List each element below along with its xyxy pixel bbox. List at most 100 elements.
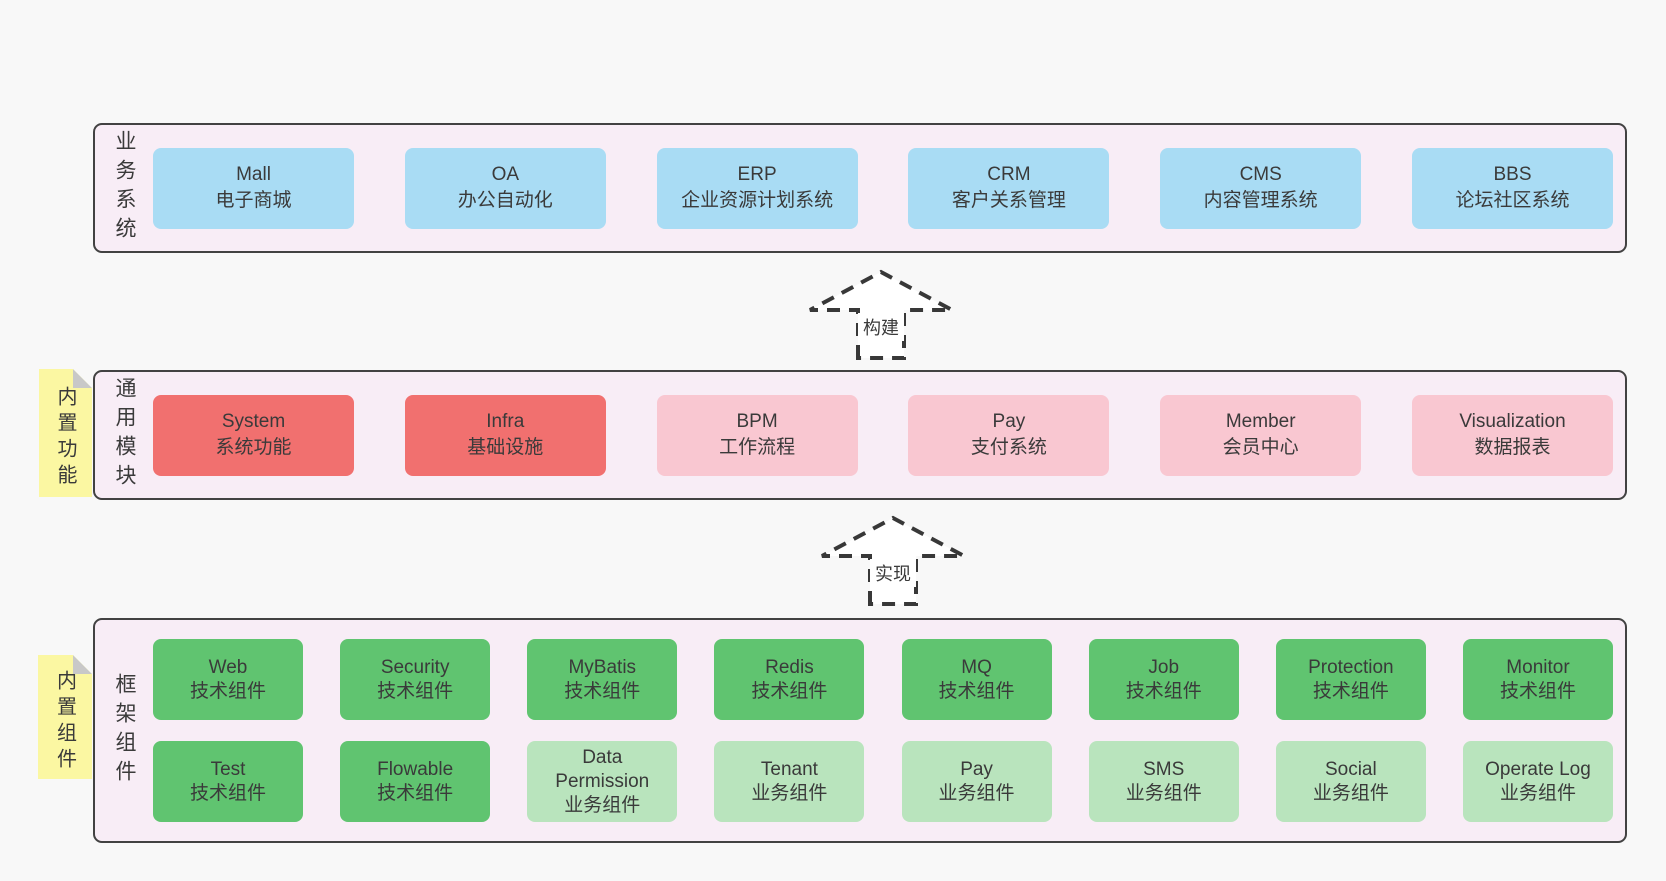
box-redis: Redis 技术组件	[714, 639, 865, 720]
box-operate-log: Operate Log 业务组件	[1462, 741, 1613, 822]
box-social: Social 业务组件	[1275, 741, 1426, 822]
box-sms-name: SMS	[1143, 758, 1185, 780]
band-common-modules: 通用模块 System 系统功能 Infra 基础设施 BPM 工作流程 Pay…	[93, 370, 1627, 500]
implement-arrow-label: 实现	[870, 559, 916, 587]
box-bpm-desc: 工作流程	[719, 437, 796, 458]
box-operate-log-name: Operate Log	[1485, 758, 1591, 780]
box-data-permission-name: Data Permission	[555, 746, 650, 792]
box-mybatis-name: MyBatis	[568, 656, 637, 678]
box-mq: MQ 技术组件	[901, 639, 1052, 720]
box-pay-component-name: Pay	[960, 758, 993, 780]
framework-row-1: Web 技术组件 Security 技术组件 MyBatis 技术组件 Redi…	[153, 639, 1613, 720]
box-bbs: BBS 论坛社区系统	[1411, 147, 1613, 229]
box-pay-component: Pay 业务组件	[901, 741, 1052, 822]
note-built-in-components-text: 内置组件	[53, 670, 76, 774]
box-flowable: Flowable 技术组件	[340, 741, 491, 822]
box-redis-name: Redis	[765, 656, 814, 678]
box-web-name: Web	[208, 656, 248, 678]
box-tenant-desc: 业务组件	[751, 782, 828, 804]
band-framework-components: 框架组件 Web 技术组件 Security 技术组件 MyBatis 技术组件…	[93, 618, 1627, 843]
box-monitor-desc: 技术组件	[1499, 680, 1576, 702]
box-security: Security 技术组件	[340, 639, 491, 720]
box-mall: Mall 电子商城	[153, 147, 354, 229]
box-data-permission: Data Permission 业务组件	[527, 741, 678, 822]
band-common-modules-label: 通用模块	[113, 377, 136, 493]
note-built-in-functions-text: 内置功能	[54, 386, 76, 490]
box-crm: CRM 客户关系管理	[908, 147, 1110, 229]
folded-corner-icon	[73, 655, 92, 674]
band-framework-components-content: Web 技术组件 Security 技术组件 MyBatis 技术组件 Redi…	[153, 620, 1625, 841]
box-system-name: System	[221, 411, 286, 432]
box-sms-desc: 业务组件	[1125, 782, 1202, 804]
band-business-systems-label: 业务系统	[113, 130, 136, 246]
box-web: Web 技术组件	[153, 639, 303, 720]
box-flowable-name: Flowable	[377, 758, 454, 780]
band-business-systems-content: Mall 电子商城 OA 办公自动化 ERP 企业资源计划系统 CRM 客户关系…	[153, 125, 1625, 251]
box-erp-name: ERP	[737, 164, 777, 185]
box-oa-name: OA	[491, 164, 520, 185]
box-bbs-name: BBS	[1493, 164, 1532, 185]
box-visualization-desc: 数据报表	[1474, 437, 1551, 458]
box-test: Test 技术组件	[153, 741, 303, 822]
box-job-desc: 技术组件	[1125, 680, 1202, 702]
box-job-name: Job	[1148, 656, 1180, 678]
band-common-modules-label-wrap: 通用模块	[95, 372, 153, 498]
note-built-in-components: 内置组件	[38, 655, 92, 779]
box-pay-component-desc: 业务组件	[938, 782, 1015, 804]
box-test-desc: 技术组件	[189, 782, 266, 804]
build-arrow: 构建	[806, 266, 956, 360]
box-infra: Infra 基础设施	[404, 394, 606, 476]
band-framework-components-label: 框架组件	[113, 672, 136, 789]
box-social-desc: 业务组件	[1312, 782, 1389, 804]
box-mybatis-desc: 技术组件	[564, 680, 641, 702]
box-web-desc: 技术组件	[189, 680, 266, 702]
box-member-desc: 会员中心	[1222, 437, 1299, 458]
box-tenant-name: Tenant	[760, 758, 818, 780]
box-mall-desc: 电子商城	[215, 190, 292, 211]
box-test-name: Test	[210, 758, 246, 780]
box-data-permission-desc: 业务组件	[564, 794, 641, 816]
box-job: Job 技术组件	[1088, 639, 1239, 720]
box-oa-desc: 办公自动化	[457, 190, 553, 211]
box-visualization: Visualization 数据报表	[1411, 394, 1613, 476]
box-infra-desc: 基础设施	[467, 437, 544, 458]
implement-arrow: 实现	[818, 512, 968, 606]
box-visualization-name: Visualization	[1459, 411, 1566, 432]
band-business-systems: 业务系统 Mall 电子商城 OA 办公自动化 ERP 企业资源计划系统 CRM…	[93, 123, 1627, 253]
note-built-in-functions: 内置功能	[39, 369, 92, 497]
box-operate-log-desc: 业务组件	[1499, 782, 1576, 804]
box-mybatis: MyBatis 技术组件	[527, 639, 678, 720]
build-arrow-label: 构建	[858, 313, 904, 341]
box-pay-module: Pay 支付系统	[908, 394, 1110, 476]
box-system: System 系统功能	[153, 394, 354, 476]
band-business-systems-label-wrap: 业务系统	[95, 125, 153, 251]
box-protection-name: Protection	[1308, 656, 1394, 678]
box-monitor: Monitor 技术组件	[1462, 639, 1613, 720]
box-erp-desc: 企业资源计划系统	[681, 190, 834, 211]
box-monitor-name: Monitor	[1506, 656, 1570, 678]
box-sms: SMS 业务组件	[1088, 741, 1239, 822]
box-cms-name: CMS	[1239, 164, 1282, 185]
box-crm-desc: 客户关系管理	[951, 190, 1066, 211]
box-protection: Protection 技术组件	[1275, 639, 1426, 720]
box-flowable-desc: 技术组件	[377, 782, 454, 804]
folded-corner-icon	[73, 369, 92, 388]
box-security-name: Security	[380, 656, 450, 678]
box-mq-desc: 技术组件	[938, 680, 1015, 702]
box-bpm-name: BPM	[736, 411, 778, 432]
box-pay-module-desc: 支付系统	[970, 437, 1047, 458]
band-common-modules-content: System 系统功能 Infra 基础设施 BPM 工作流程 Pay 支付系统…	[153, 372, 1625, 498]
box-infra-name: Infra	[486, 411, 525, 432]
box-tenant: Tenant 业务组件	[714, 741, 865, 822]
box-bbs-desc: 论坛社区系统	[1455, 190, 1570, 211]
box-social-name: Social	[1324, 758, 1377, 780]
box-erp: ERP 企业资源计划系统	[656, 147, 858, 229]
framework-row-2: Test 技术组件 Flowable 技术组件 Data Permission …	[153, 741, 1613, 822]
box-bpm: BPM 工作流程	[656, 394, 858, 476]
box-mall-name: Mall	[236, 164, 271, 185]
box-crm-name: CRM	[987, 164, 1031, 185]
box-oa: OA 办公自动化	[404, 147, 606, 229]
box-member: Member 会员中心	[1160, 394, 1362, 476]
band-framework-components-label-wrap: 框架组件	[95, 620, 153, 841]
